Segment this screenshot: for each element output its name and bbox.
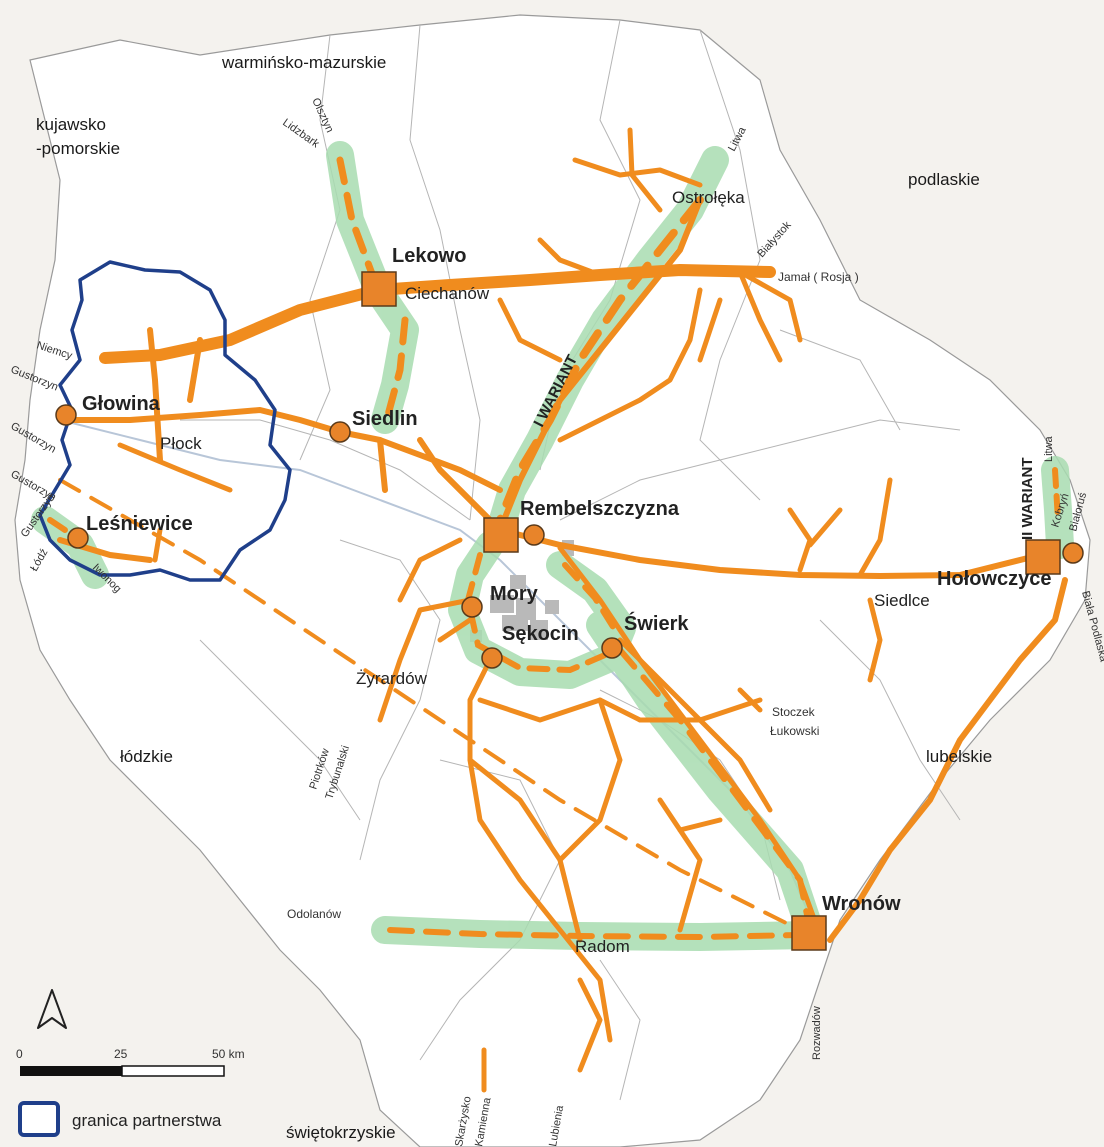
variant-label-second: II WARIANT [1019,458,1036,541]
city-label-glowina: Głowina [82,393,161,415]
nodes [55,404,1084,669]
legend: granica partnerstwa [18,1101,222,1137]
city-label-plock: Płock [160,434,202,453]
direction-label-jamal: Jamał ( Rosja ) [778,270,859,284]
scale-bar: 0 25 50 km [16,1047,245,1077]
city-label-ostroleka: Ostrołęka [672,188,745,207]
hub-square-icon [1025,539,1061,575]
city-label-lesniewice: Leśniewice [86,513,193,535]
direction-label-rozwadow: Rozwadów [811,1006,823,1060]
city-label-stoczek: Stoczek [772,705,816,719]
boundary-swatch-icon [18,1101,60,1137]
region-label-kujawsko: kujawsko [36,115,106,134]
city-label-mory: Mory [490,583,539,605]
city-label-radom: Radom [575,937,630,956]
region-label-kujawsko-2: -pomorskie [36,139,120,158]
planned-pipelines [47,156,1061,941]
voivodeship-area [14,14,1091,1147]
node-circle-icon [1062,542,1084,564]
legend-boundary-label: granica partnerstwa [72,1111,222,1130]
city-label-wronow: Wronów [822,893,901,915]
gas-pipelines [57,127,1068,1093]
north-arrow-icon [37,989,67,1029]
city-label-odolanow: Odolanów [287,907,341,921]
hub-square-icon [791,915,827,951]
city-label-siedlin: Siedlin [352,408,418,430]
city-label-lekowo: Lekowo [392,245,466,267]
city-label-rembelszczyzna: Rembelszczyzna [520,498,680,520]
node-circle-icon [481,647,503,669]
node-circle-icon [461,596,483,618]
city-label-swierk: Świerk [624,611,689,635]
region-label-warminsko: warmińsko-mazurskie [221,53,386,72]
scale-label-zero: 0 [16,1047,23,1061]
scale-label-end: 50 km [212,1047,245,1061]
scale-label-mid: 25 [114,1047,128,1061]
node-circle-icon [55,404,77,426]
city-label-holowczyce: Hołowczyce [937,568,1051,590]
node-circle-icon [329,421,351,443]
node-circle-icon [601,637,623,659]
city-label-zyrardow: Żyrardów [356,669,428,688]
node-circle-icon [523,524,545,546]
hub-square-icon [483,517,519,553]
region-label-swietokrzyskie: świętokrzyskie [286,1123,396,1142]
city-label-siedlce: Siedlce [874,591,930,610]
node-circle-icon [67,527,89,549]
city-label-ciechanow: Ciechanów [405,284,490,303]
city-label-lukowski: Łukowski [770,724,819,738]
region-label-lubelskie: lubelskie [926,747,992,766]
hubs [361,271,1061,951]
direction-label-litwa-right: Litwa [1043,435,1055,462]
city-label-sekocin: Sękocin [502,623,579,645]
region-label-podlaskie: podlaskie [908,170,980,189]
region-label-lodzkie: łódzkie [120,747,173,766]
hub-square-icon [361,271,397,307]
